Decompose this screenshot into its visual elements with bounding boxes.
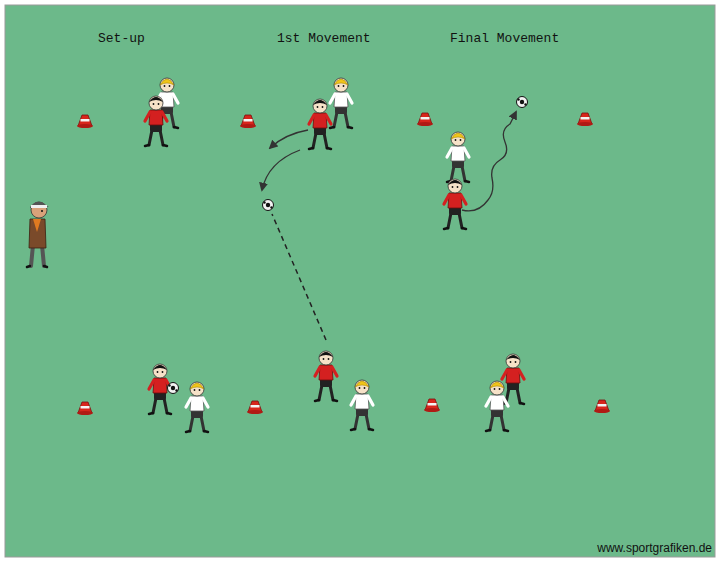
- column-heading: Final Movement: [450, 31, 559, 46]
- watermark: www.sportgrafiken.de: [597, 541, 712, 555]
- coach: [27, 202, 49, 267]
- column-heading: Set-up: [98, 31, 145, 46]
- column-heading: 1st Movement: [277, 31, 371, 46]
